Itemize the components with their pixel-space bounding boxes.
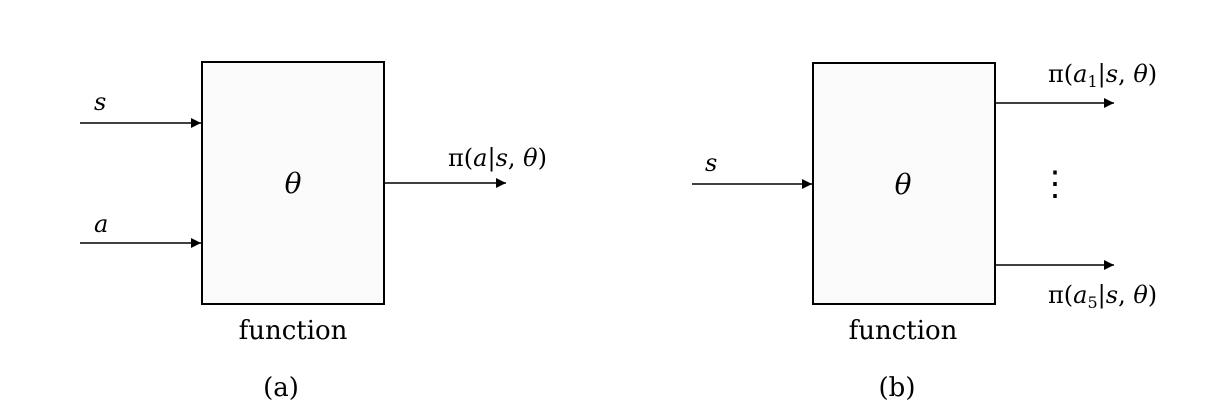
output-label-bottom-b: π(a5|s, θ) xyxy=(1048,281,1157,312)
function-caption-b: function xyxy=(849,316,958,346)
panel-b: s θ π(a1|s, θ) ⋮ π(a5|s, θ) function (b) xyxy=(692,60,1157,403)
vertical-ellipsis-b: ⋮ xyxy=(1038,164,1072,204)
function-box-a xyxy=(201,61,385,305)
output-label-top-b: π(a1|s, θ) xyxy=(1048,60,1157,91)
input-label-s-b: s xyxy=(705,149,717,177)
input-label-a-a: a xyxy=(94,210,108,238)
theta-label-a: θ xyxy=(285,167,302,200)
panel-a: s a θ π(a|s, θ) function (a) xyxy=(80,61,547,403)
function-caption-a: function xyxy=(239,316,348,346)
function-box-b xyxy=(812,62,996,305)
output-label-a: π(a|s, θ) xyxy=(448,144,547,173)
input-label-s-a: s xyxy=(94,88,106,116)
panel-sublabel-b: (b) xyxy=(879,373,916,403)
theta-label-b: θ xyxy=(895,168,912,201)
panel-sublabel-a: (a) xyxy=(263,373,299,403)
